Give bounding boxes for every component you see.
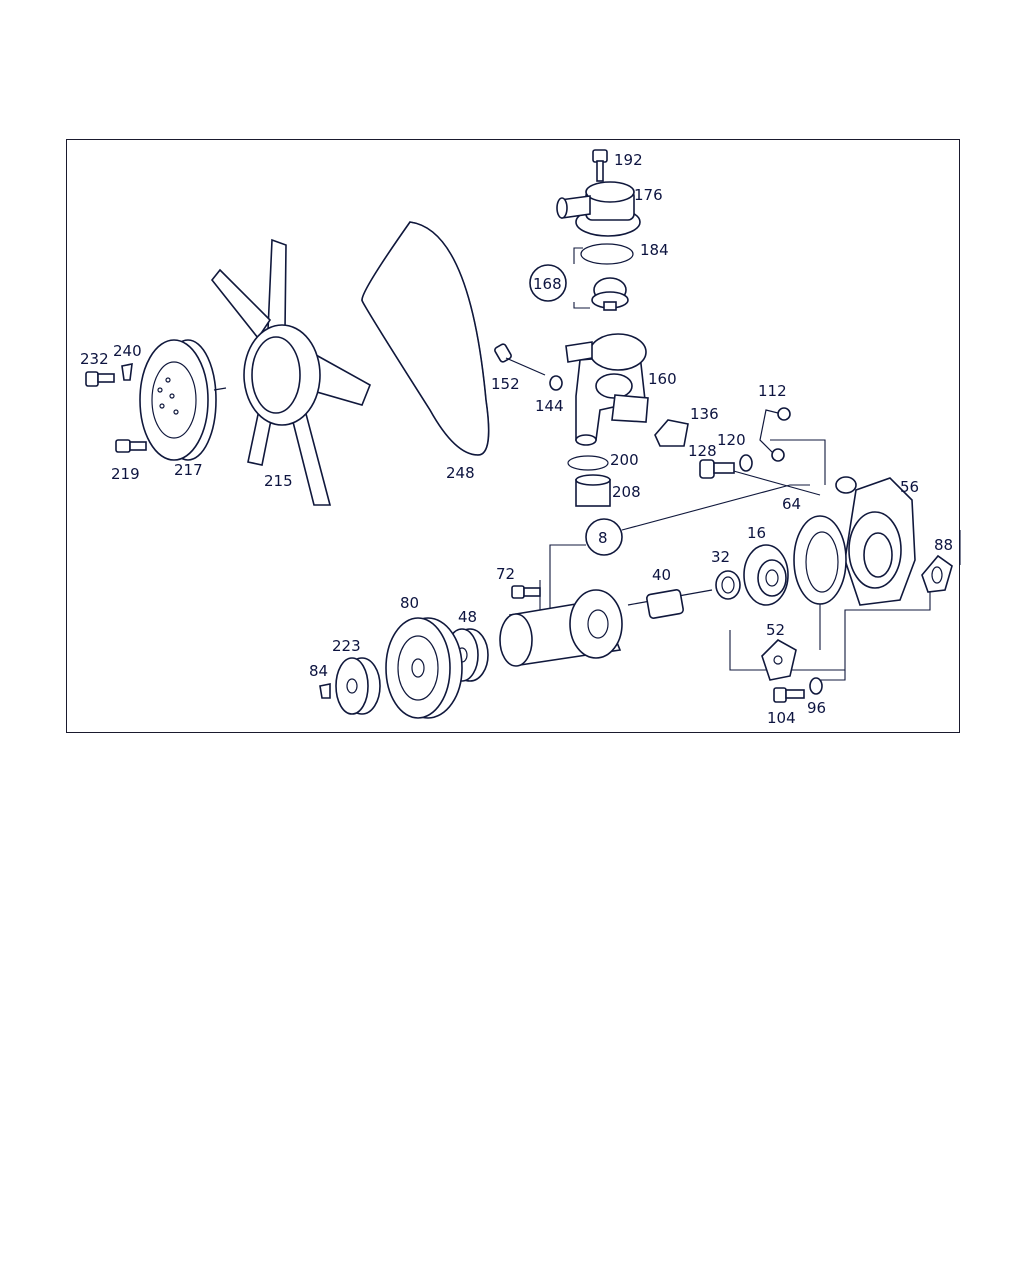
callout-176: 176: [634, 186, 663, 204]
part-192-bolt: [592, 149, 608, 182]
callout-168: 168: [533, 275, 562, 293]
part-152-bolt: [494, 343, 546, 376]
part-215-fan: [210, 238, 372, 506]
callout-152: 152: [491, 375, 520, 393]
callout-52: 52: [766, 621, 785, 639]
callout-96: 96: [807, 699, 826, 717]
part-223-hub: [335, 657, 381, 715]
pump-body: [499, 589, 623, 667]
part-240-washer: [121, 362, 133, 381]
callout-8: 8: [598, 529, 608, 547]
callout-240: 240: [113, 342, 142, 360]
callout-16: 16: [747, 524, 766, 542]
callout-208: 208: [612, 483, 641, 501]
part-184-gasket-ring: [580, 243, 634, 265]
part-84-key: [319, 683, 331, 699]
callout-120: 120: [717, 431, 746, 449]
part-232-bolt: [85, 371, 115, 387]
callout-200: 200: [610, 451, 639, 469]
part-160-thermostat-housing: [565, 333, 649, 446]
part-32-seal: [715, 570, 741, 600]
part-248-belt: [361, 221, 490, 456]
part-80-pulley: [385, 617, 463, 719]
callout-labels: 192 176 184 168 152 144 160 136 112 120 …: [80, 151, 953, 727]
callout-80: 80: [400, 594, 419, 612]
callout-136: 136: [690, 405, 719, 423]
callout-56: 56: [900, 478, 919, 496]
part-120-washer: [739, 454, 753, 472]
part-16-impeller: [743, 544, 789, 606]
part-208-hose: [575, 474, 611, 507]
part-72-bolt: [511, 585, 541, 599]
callout-104: 104: [767, 709, 796, 727]
callout-112: 112: [758, 382, 787, 400]
part-40-shaft: [627, 589, 713, 619]
part-217-fan-clutch: [139, 339, 227, 461]
callout-40: 40: [652, 566, 671, 584]
callout-184: 184: [640, 241, 669, 259]
callout-232: 232: [80, 350, 109, 368]
callout-88: 88: [934, 536, 953, 554]
part-112-pipe: [759, 407, 791, 462]
leader-lines: [539, 247, 961, 681]
callout-72: 72: [496, 565, 515, 583]
part-200-hose-clamp: [567, 455, 609, 471]
callout-32: 32: [711, 548, 730, 566]
part-88-gasket: [921, 554, 953, 593]
callout-219: 219: [111, 465, 140, 483]
part-168-thermostat: [591, 277, 629, 311]
callout-circle-8: [585, 518, 623, 556]
part-219-bolt: [115, 439, 147, 453]
part-128-bolt: [699, 459, 735, 479]
callout-circle-168: [529, 264, 567, 302]
callout-192: 192: [614, 151, 643, 169]
callout-48: 48: [458, 608, 477, 626]
callout-215: 215: [264, 472, 293, 490]
part-56-pump-housing: [835, 476, 916, 606]
callout-217: 217: [174, 461, 203, 479]
callout-64: 64: [782, 495, 801, 513]
part-176-thermostat-cover: [556, 181, 641, 237]
callout-84: 84: [309, 662, 328, 680]
part-96-washer: [809, 677, 823, 695]
callout-160: 160: [648, 370, 677, 388]
callout-144: 144: [535, 397, 564, 415]
callout-223: 223: [332, 637, 361, 655]
diagram-frame: [66, 139, 960, 733]
part-136-gasket: [654, 419, 689, 447]
part-52-cover: [761, 639, 797, 681]
part-144-washer: [549, 375, 563, 391]
part-64-gasket: [793, 515, 847, 605]
part-104-bolt: [773, 687, 805, 703]
callout-248: 248: [446, 464, 475, 482]
callout-128: 128: [688, 442, 717, 460]
